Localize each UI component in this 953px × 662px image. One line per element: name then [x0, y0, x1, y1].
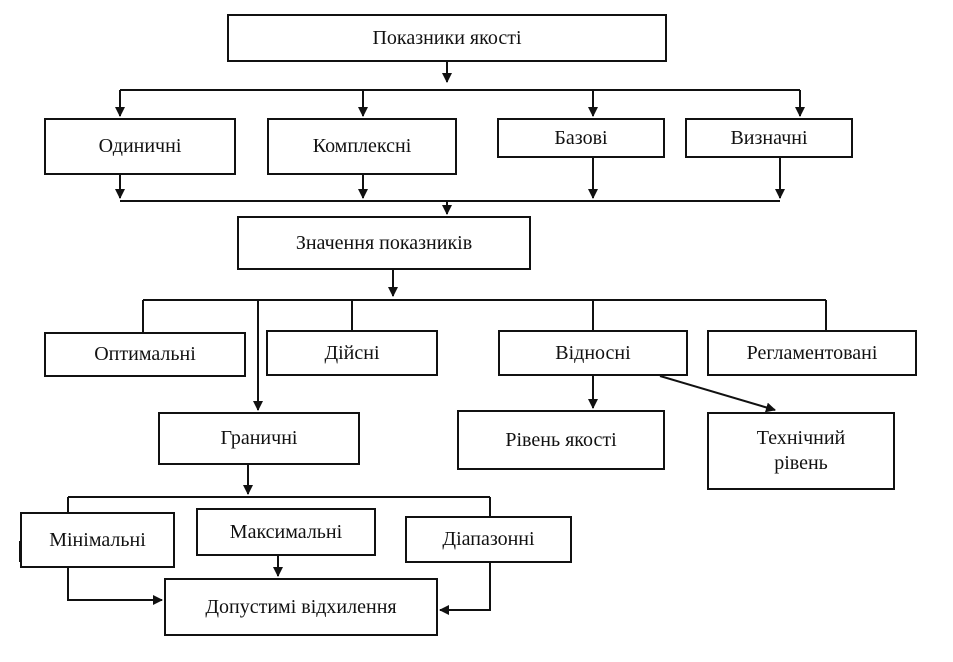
node-indicator-values: Значення показників	[237, 216, 531, 270]
node-range: Діапазонні	[405, 516, 572, 563]
node-limit: Граничні	[158, 412, 360, 465]
arrow-minimal-to-tolerances	[67, 568, 163, 605]
node-maximal: Максимальні	[196, 508, 376, 556]
node-regulated: Регламентовані	[707, 330, 917, 376]
node-relative: Відносні	[498, 330, 688, 376]
arrow-range-to-tolerances	[439, 563, 491, 615]
node-technical-level: Технічний рівень	[707, 412, 895, 490]
node-defining: Визначні	[685, 118, 853, 158]
node-quality-indicators: Показники якості	[227, 14, 667, 62]
node-minimal: Мінімальні	[20, 512, 175, 568]
node-permissible-deviations: Допустимі відхилення	[164, 578, 438, 636]
node-complex: Комплексні	[267, 118, 457, 175]
node-base: Базові	[497, 118, 665, 158]
arrow-to-technical-level	[659, 375, 776, 413]
node-actual: Дійсні	[266, 330, 438, 376]
node-single: Одиничні	[44, 118, 236, 175]
node-optimal: Оптимальні	[44, 332, 246, 377]
node-quality-level: Рівень якості	[457, 410, 665, 470]
